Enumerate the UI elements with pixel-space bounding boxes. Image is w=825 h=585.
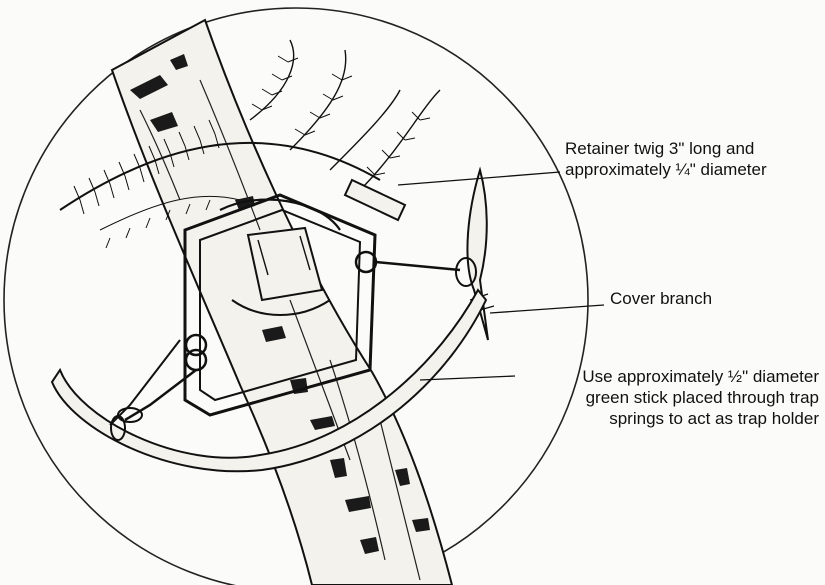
cover-branch-label: Cover branch (610, 288, 712, 309)
retainer-twig (345, 180, 405, 220)
trap-holder-label-line-1: Use approximately ½" diameter (519, 366, 819, 387)
trap-holder-label-line-2: green stick placed through trap (519, 387, 819, 408)
retainer-twig-label-line-2: approximately ¼" diameter (565, 159, 767, 180)
tree-trunk (112, 20, 452, 585)
leader-lines (398, 172, 604, 380)
trap-holder-callout: Use approximately ½" diameter green stic… (519, 366, 819, 429)
retainer-twig-label-line-1: Retainer twig 3" long and (565, 138, 767, 159)
retainer-twig-callout: Retainer twig 3" long and approximately … (565, 138, 767, 180)
leader-cover-branch (490, 305, 604, 313)
trap-holder-label-line-3: springs to act as trap holder (519, 408, 819, 429)
cover-branch-callout: Cover branch (610, 288, 712, 309)
